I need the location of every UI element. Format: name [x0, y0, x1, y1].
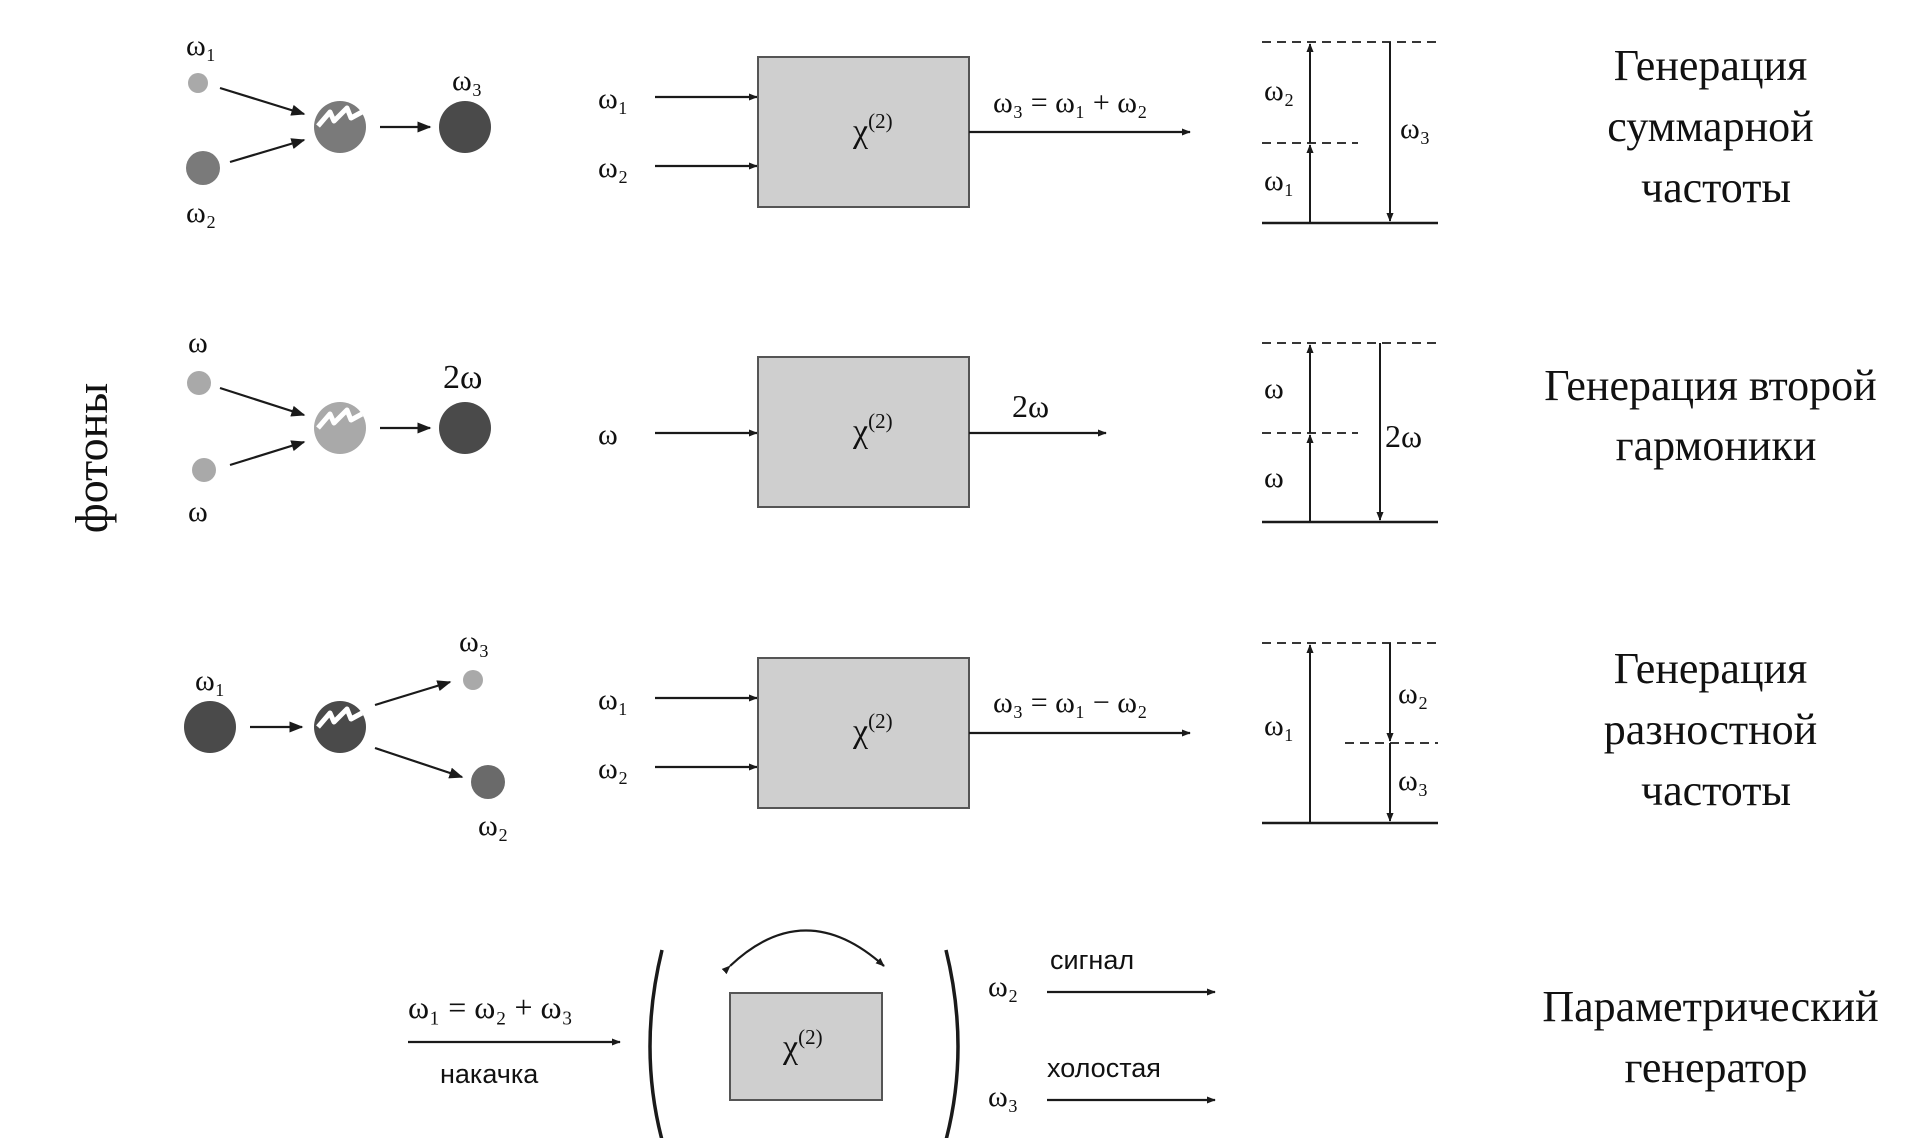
process-title: Генерация второй гармоники	[1544, 361, 1887, 470]
photon-in	[184, 701, 236, 753]
arrow-in-2	[229, 138, 306, 164]
row-sum-frequency: ω₁ ω₂ ω₃ ω₁ ω₂ χ(2) ω₃ = ω₁ + ω₂ ω₂ ω₁ ω…	[186, 29, 1824, 229]
cavity-mirror-left	[648, 949, 664, 1141]
chi2-crystal-box	[729, 992, 883, 1101]
level-label: ω₁	[1264, 164, 1294, 197]
photon-in-2	[186, 151, 220, 185]
idler-frequency: ω₃	[988, 1080, 1018, 1113]
input-label: ω₁	[598, 683, 628, 716]
photon-label: 2ω	[443, 359, 482, 396]
photon-label: ω	[188, 326, 208, 359]
arrow-in-1	[219, 386, 306, 417]
arrow-out-1	[374, 680, 452, 707]
level-label: 2ω	[1385, 418, 1422, 454]
photon-out	[439, 402, 491, 454]
signal-label: сигнал	[1050, 945, 1134, 975]
arrow-in-2	[229, 440, 306, 467]
photon-diagram-sum: ω₁ ω₂ ω₃	[186, 29, 491, 229]
side-label-photons: фотоны	[66, 383, 117, 533]
arrow-out-2	[374, 746, 464, 779]
photon-label: ω₂	[478, 809, 508, 842]
level-label: ω₂	[1398, 677, 1428, 710]
photon-label: ω₂	[186, 196, 216, 229]
level-label: ω₃	[1398, 764, 1428, 797]
interaction-zigzag	[316, 407, 364, 430]
input-label: ω₂	[598, 752, 628, 785]
interaction-node	[314, 101, 366, 153]
photon-in-1	[188, 73, 208, 93]
interaction-node	[314, 402, 366, 454]
process-title: Генерация суммарной частоты	[1607, 41, 1824, 212]
input-label: ω	[598, 418, 618, 451]
chi-box-diagram-diff: ω₁ ω₂ χ(2) ω₃ = ω₁ − ω₂	[598, 657, 1191, 809]
idler-label: холостая	[1047, 1053, 1161, 1083]
photon-diagram-shg: ω ω 2ω	[187, 326, 491, 528]
process-title: Генерация разностной частоты	[1604, 644, 1828, 815]
output-label: ω₃ = ω₁ − ω₂	[993, 686, 1147, 719]
row-difference-frequency: ω₁ ω₃ ω₂ ω₁ ω₂ χ(2) ω₃ = ω₁ − ω₂ ω₁ ω₂ ω…	[184, 625, 1828, 842]
input-label: ω₁	[598, 82, 628, 115]
cavity-feedback-arrow	[721, 929, 885, 975]
energy-level-diagram-sum: ω₂ ω₁ ω₃	[1262, 41, 1438, 225]
interaction-zigzag	[316, 105, 364, 128]
level-label: ω₃	[1400, 112, 1430, 145]
energy-level-diagram-diff: ω₁ ω₂ ω₃	[1262, 642, 1438, 825]
cavity-mirror-right	[944, 949, 960, 1141]
arrow-in-1	[219, 86, 306, 116]
photon-in-1	[187, 371, 211, 395]
chi2-crystal-box	[757, 356, 970, 508]
chi2-symbol: χ(2)	[782, 1025, 823, 1066]
photon-out-1	[463, 670, 483, 690]
pump-label: накачка	[440, 1059, 539, 1089]
photon-in-2	[192, 458, 216, 482]
energy-level-diagram-shg: ω ω 2ω	[1262, 342, 1438, 524]
interaction-node	[314, 701, 366, 753]
level-label: ω₂	[1264, 74, 1294, 107]
photon-label: ω₃	[452, 64, 482, 97]
level-label: ω	[1264, 372, 1284, 405]
input-label: ω₂	[598, 151, 628, 184]
level-label: ω	[1264, 461, 1284, 494]
chi2-symbol: χ(2)	[852, 409, 893, 450]
interaction-zigzag	[316, 706, 364, 729]
photon-diagram-diff: ω₁ ω₃ ω₂	[184, 625, 508, 842]
pump-equation: ω₁ = ω₂ + ω₃	[408, 989, 573, 1025]
photon-out	[439, 101, 491, 153]
chi-box-diagram-shg: ω χ(2) 2ω	[598, 356, 1107, 508]
signal-frequency: ω₂	[988, 970, 1018, 1003]
chi2-crystal-box	[757, 56, 970, 208]
level-label: ω₁	[1264, 709, 1294, 742]
row-second-harmonic: ω ω 2ω ω χ(2) 2ω ω ω 2ω Генерация второй…	[187, 326, 1887, 528]
photon-label: ω₁	[195, 664, 225, 697]
photon-label: ω₁	[186, 29, 216, 62]
process-title: Параметрический генератор	[1542, 982, 1889, 1092]
chi2-symbol: χ(2)	[852, 109, 893, 150]
photon-label: ω	[188, 495, 208, 528]
output-label: ω₃ = ω₁ + ω₂	[993, 86, 1147, 119]
chi-box-diagram-sum: ω₁ ω₂ χ(2) ω₃ = ω₁ + ω₂	[598, 56, 1191, 208]
row-parametric-oscillator: ω₁ = ω₂ + ω₃ накачка χ(2) ω₂ сигнал ω₃ х…	[408, 929, 1889, 1141]
chi2-symbol: χ(2)	[852, 709, 893, 750]
output-label: 2ω	[1012, 388, 1049, 424]
photon-label: ω₃	[459, 625, 489, 658]
photon-out-2	[471, 765, 505, 799]
chi2-crystal-box	[757, 657, 970, 809]
